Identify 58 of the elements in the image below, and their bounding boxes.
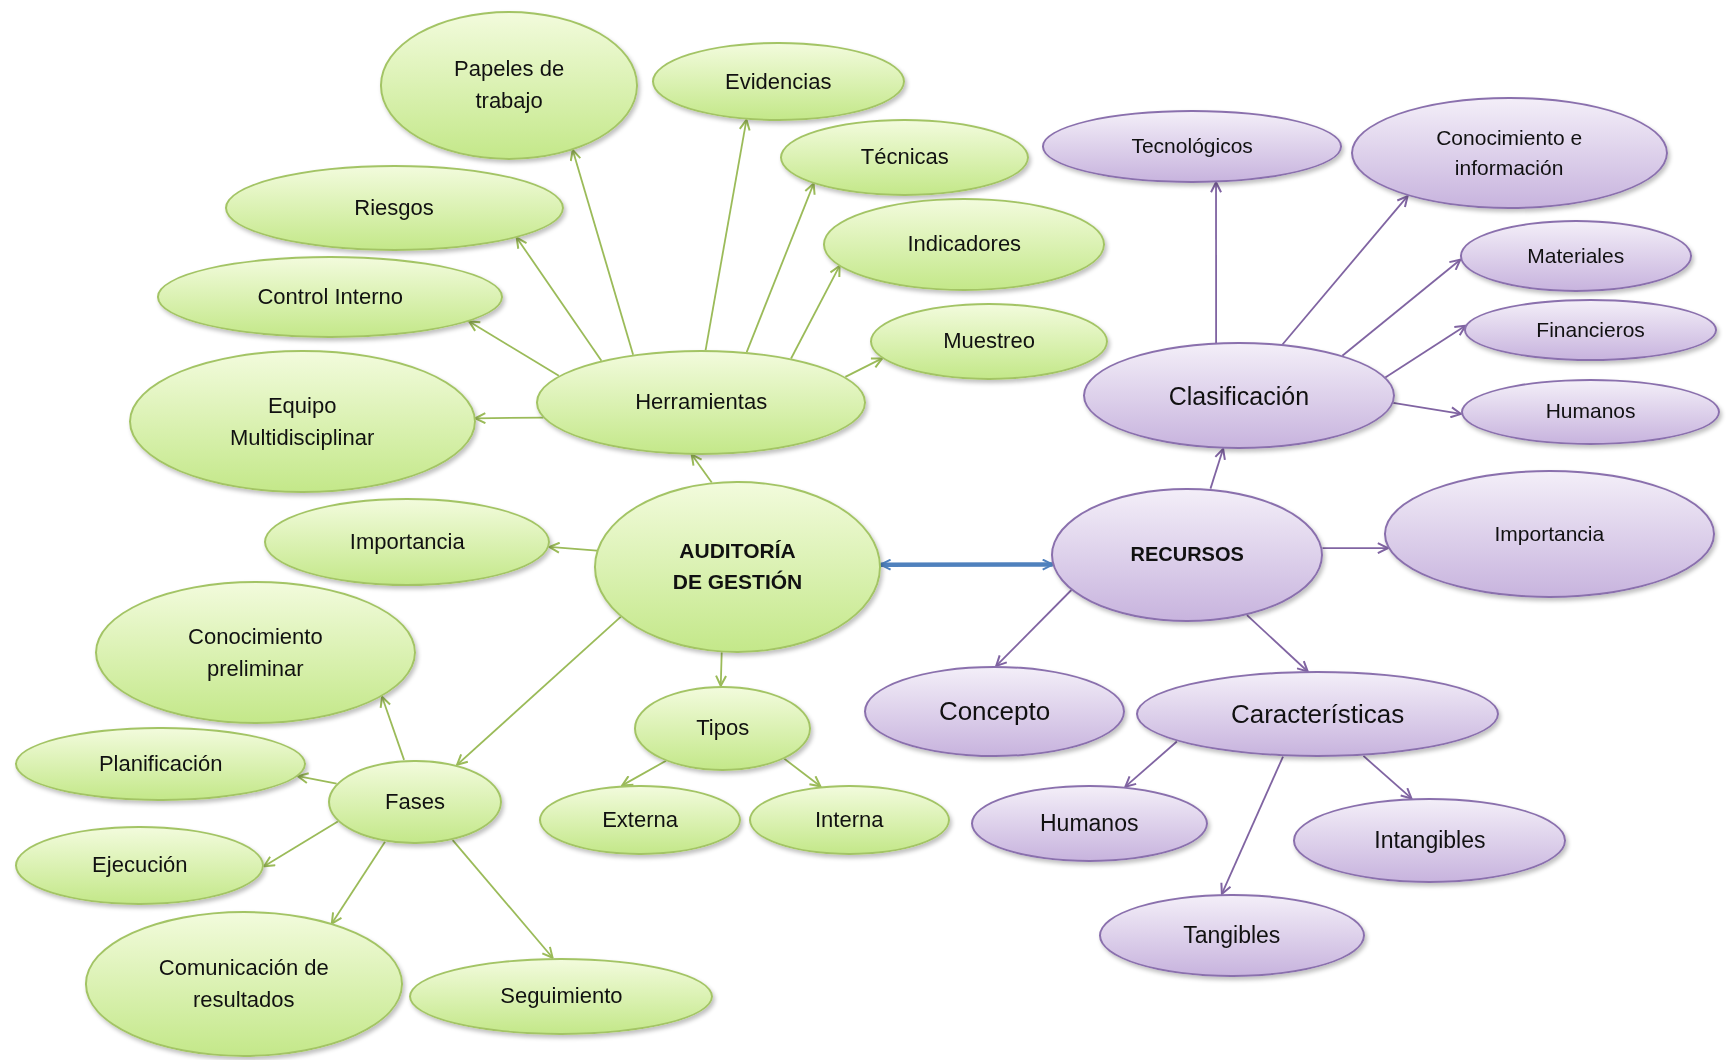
node-label: AUDITORÍA DE GESTIÓN [671,538,804,595]
arrow [263,820,339,868]
node-label: Intangibles [1374,825,1486,855]
node-label: Muestreo [943,327,1035,356]
arrow [474,412,545,425]
node-label: Tipos [696,714,750,743]
arrow [379,695,405,761]
node-label: Externa [602,806,678,835]
node-label: Comunicación de resultados [157,954,330,1015]
node-label: Papeles de trabajo [453,55,566,116]
node-label: Seguimiento [500,982,623,1011]
node-label: Técnicas [860,143,949,172]
node-label: Materiales [1527,242,1625,269]
node-label: RECURSOS [1130,542,1244,568]
arrow [1220,755,1284,895]
node-label: Interna [815,806,884,835]
arrow [844,357,884,378]
node-label: Tecnológicos [1131,133,1253,160]
arrow [1246,614,1309,673]
arrow [715,651,728,687]
node-label: Evidencias [725,67,832,96]
node-label: Concepto [938,694,1051,728]
arrow [468,320,560,377]
node-label: Conocimiento e información [1435,124,1584,181]
arrow [745,182,816,353]
arrow [296,772,338,785]
arrow [690,453,713,484]
arrow [1209,447,1226,490]
arrow [621,759,667,787]
arrow [1362,755,1413,800]
node-label: Financieros [1536,317,1645,343]
arrow [1210,181,1223,344]
node-label: Características [1230,697,1405,731]
node-label: Control Interno [257,283,403,312]
node-label: Fases [385,787,445,816]
arrow [790,264,841,360]
arrow [548,541,598,554]
arrow [456,615,622,766]
node-label: Clasificación [1168,380,1310,412]
node-label: Herramientas [635,388,768,417]
arrow [1321,542,1389,555]
arrow [569,149,635,356]
arrow [995,589,1073,667]
node-label: Conocimiento preliminar [187,622,324,683]
arrow [515,236,603,362]
node-label: Humanos [1040,808,1139,838]
arrow [879,558,1054,571]
node-label: Importancia [349,527,465,556]
arrow [451,839,554,959]
node-label: Importancia [1494,520,1605,547]
arrow [1341,258,1462,357]
node-label: Ejecución [92,851,188,880]
node-label: Humanos [1545,398,1636,425]
node-label: Planificación [98,749,223,778]
node-label: Riesgos [354,194,434,223]
node-label: Equipo Multidisciplinar [229,391,376,452]
node-label: Indicadores [907,230,1022,259]
node-label: Tangibles [1183,920,1281,950]
